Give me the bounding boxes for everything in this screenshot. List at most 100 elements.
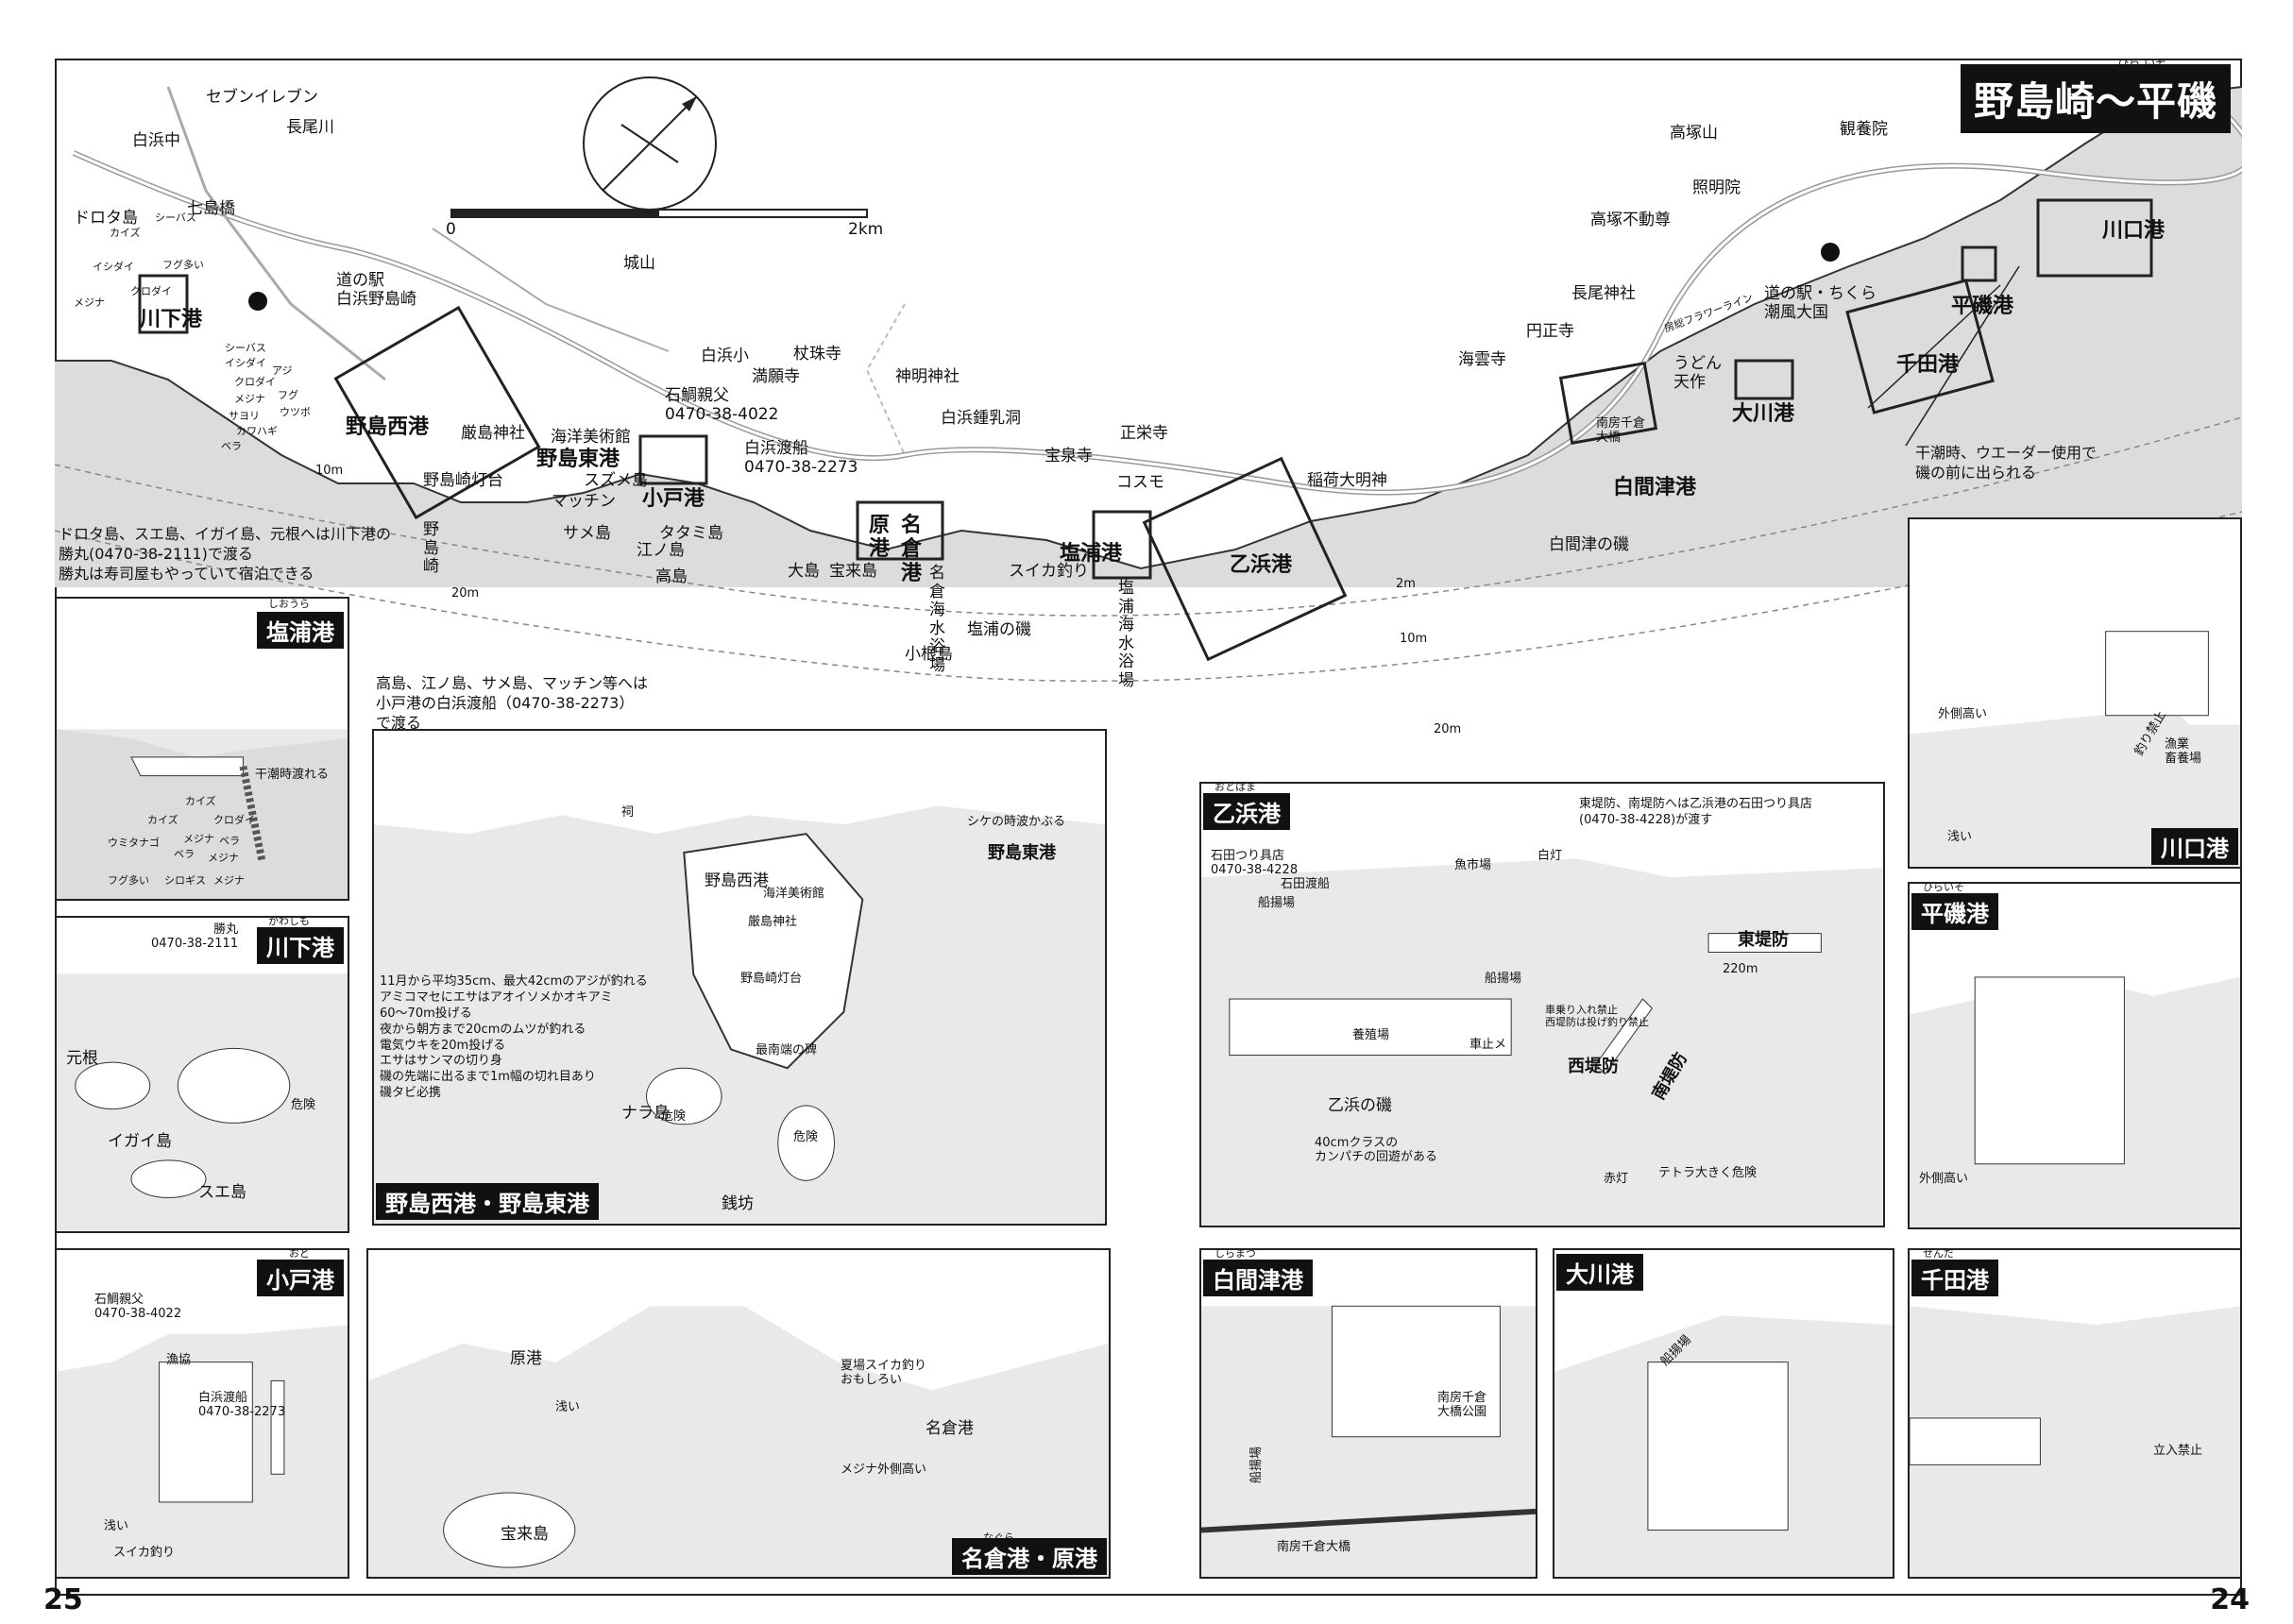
fish-label: クロダイ [234, 376, 276, 388]
label-shiramazu-iso: 白間津の磯 [1549, 535, 1629, 554]
page-number-left: 25 [43, 1583, 83, 1616]
label-shinmei-jinja: 神明神社 [895, 367, 960, 386]
label-nagao-jinja: 長尾神社 [1571, 284, 1636, 303]
inset-title: 小戸港 [257, 1260, 344, 1296]
label-kiken-1: 危険 [661, 1109, 687, 1124]
label-michinoeki-shirahama: 道の駅 白浜野島崎 [336, 271, 416, 309]
label-shiramazu-port: 白間津港 [1613, 476, 1697, 499]
label-manganji: 満願寺 [752, 367, 800, 386]
label-sotogawa: 外側高い [1938, 707, 1988, 721]
fish-label: イシダイ [225, 357, 266, 369]
fish-label: メジナ [183, 833, 214, 845]
inset-shioura: 塩浦港 しおうら 干潮時渡れる カイズ カイズ クロダイ ウミタナゴ メジナ ベ… [55, 597, 349, 901]
note-hiraiso: 干潮時、ウエーダー使用で 磯の前に出られる [1915, 444, 2098, 482]
label-suika-tsuri: スイカ釣り [1009, 562, 1089, 581]
inset-title: 川下港 [257, 927, 344, 964]
label-shiroyama: 城山 [623, 254, 655, 273]
label-udon-tensaku: うどん 天作 [1673, 354, 1722, 392]
label-suejima: スエ島 [198, 1183, 246, 1202]
label-nojima-nishi-port: 野島西港 [346, 415, 430, 439]
fish-label: ベラ [174, 848, 195, 860]
label-nojimazaki: 野島崎 [423, 520, 439, 577]
label-bijutsukan: 海洋美術館 [763, 887, 825, 901]
label-macchin: マッチン [552, 492, 616, 511]
page-number-right: 24 [2210, 1583, 2250, 1616]
inset-title: 千田港 [1911, 1260, 1998, 1296]
depth-20m-right: 20m [1434, 722, 1462, 736]
label-mejina-sotogawa: メジナ外側高い [841, 1463, 927, 1477]
label-ohashi: 南房千倉大橋 [1277, 1540, 1351, 1554]
depth-2m-right: 2m [1396, 577, 1416, 591]
label-kaiyo-bijutsukan: 海洋美術館 [551, 428, 631, 447]
depth-10m-left: 10m [315, 464, 344, 478]
label-akato: 赤灯 [1604, 1172, 1629, 1186]
label-gyokyo: 漁協 [166, 1353, 192, 1367]
inset-senda-graphics [1910, 1250, 2240, 1465]
inset-nojima: 野島西港・野島東港 祠 野島西港 海洋美術館 厳島神社 野島崎灯台 最南端の碑 … [372, 729, 1107, 1226]
label-asai: 浅い [104, 1519, 129, 1533]
label-nishi-teibou: 西堤防 [1568, 1057, 1619, 1076]
inset-kawaguchi-graphics [1910, 519, 2240, 735]
label-saminantan: 最南端の碑 [756, 1043, 818, 1057]
label-toudai: 野島崎灯台 [740, 972, 803, 986]
note-takashima: 高島、江ノ島、サメ島、マッチン等へは 小戸港の白浜渡船（0470-38-2273… [376, 674, 649, 732]
fish-label: メジナ [74, 296, 105, 309]
label-nojima-higashi: 野島東港 [988, 843, 1056, 863]
inset-title: 平磯港 [1911, 893, 1998, 930]
fish-label: メジナ [208, 852, 239, 864]
fish-label: カワハギ [236, 425, 278, 437]
label-hara-port: 原港 [869, 514, 891, 562]
label-kawaguchi-port: 川口港 [2102, 219, 2166, 243]
inset-ruby: せんだ [1923, 1248, 1954, 1260]
inset-nojima-graphics [374, 731, 1105, 1181]
inset-okawa: 大川港 船揚場 [1553, 1248, 1894, 1579]
scale-start: 0 [446, 220, 456, 239]
fish-label: シロギス [164, 874, 206, 887]
label-shioura-iso: 塩浦の磯 [967, 620, 1031, 639]
label-shirahama-naka: 白浜中 [132, 131, 180, 150]
label-ishida-tosen: 石田渡船 [1281, 877, 1331, 891]
fish-label: イシダイ [93, 261, 134, 273]
label-shirahama-tosen: 白浜渡船 0470-38-2273 [744, 439, 858, 477]
note-otohama: 東堤防、南堤防へは乙浜港の石田つり具店 (0470-38-4228)が渡す [1579, 797, 1813, 827]
label-nojima-higashi-port: 野島東港 [536, 448, 620, 471]
inset-title: 白間津港 [1203, 1260, 1313, 1296]
shop-ishida: 石田つり具店 0470-38-4228 [1211, 849, 1299, 877]
label-nagura-port: 名倉港 [901, 514, 923, 585]
label-seven-eleven: セブンイレブン [206, 88, 318, 107]
note-kanchou: 干潮時渡れる [255, 768, 330, 782]
inset-title: 川口港 [2151, 828, 2238, 865]
label-kiken-2: 危険 [793, 1130, 819, 1144]
inset-title: 塩浦港 [257, 612, 344, 649]
fish-label: サヨリ [229, 410, 260, 422]
label-horaijima: 宝来島 [501, 1525, 549, 1544]
inset-ruby: ひらいそ [1923, 882, 1964, 893]
inset-kawashimo: 川下港 かわしも 勝丸 0470-38-2111 元根 イガイ島 スエ島 危険 [55, 916, 349, 1233]
inset-title: 野島西港・野島東港 [376, 1183, 599, 1220]
fish-label: フグ多い [108, 874, 149, 887]
fish-label: フグ [278, 389, 298, 401]
fish-label: シーバス [155, 211, 196, 224]
fish-label: ベラ [219, 835, 240, 847]
label-shujuji: 杖珠寺 [793, 345, 841, 364]
depth-20m-left: 20m [451, 586, 480, 601]
label-kiken: 危険 [291, 1098, 316, 1112]
label-koen: 南房千倉 大橋公園 [1437, 1391, 1487, 1419]
label-yoshokujo: 養殖場 [1352, 1028, 1390, 1042]
label-senda-port: 千田港 [1896, 353, 1960, 377]
label-nagura-kaisuiyokujo: 名倉海水浴場 [929, 564, 945, 675]
label-nojimazaki-toudai: 野島崎灯台 [423, 471, 503, 490]
label-kurumadome: 車止メ [1469, 1038, 1507, 1052]
inset-ruby: しらまづ [1214, 1248, 1256, 1260]
label-nanashimabashi: 七島橋 [187, 199, 235, 218]
fish-label: アジ [272, 364, 293, 377]
fish-label: ベラ [221, 440, 242, 452]
label-horaijima: 宝来島 [829, 562, 877, 581]
shop-ishidai: 石鯛親父 0470-38-4022 [94, 1293, 182, 1321]
inset-kawaguchi: 川口港 外側高い 釣り禁止 漁業 畜養場 浅い [1908, 517, 2242, 869]
label-tetra: テトラ大きく危険 [1658, 1166, 1758, 1180]
inset-otohama-graphics [1201, 784, 1883, 1075]
inset-ruby: かわしも [268, 916, 310, 927]
label-hiraiso-port: 平磯港 [1951, 295, 2014, 318]
label-shioura-kaisuiyokujo: 塩浦海水浴場 [1118, 579, 1134, 690]
